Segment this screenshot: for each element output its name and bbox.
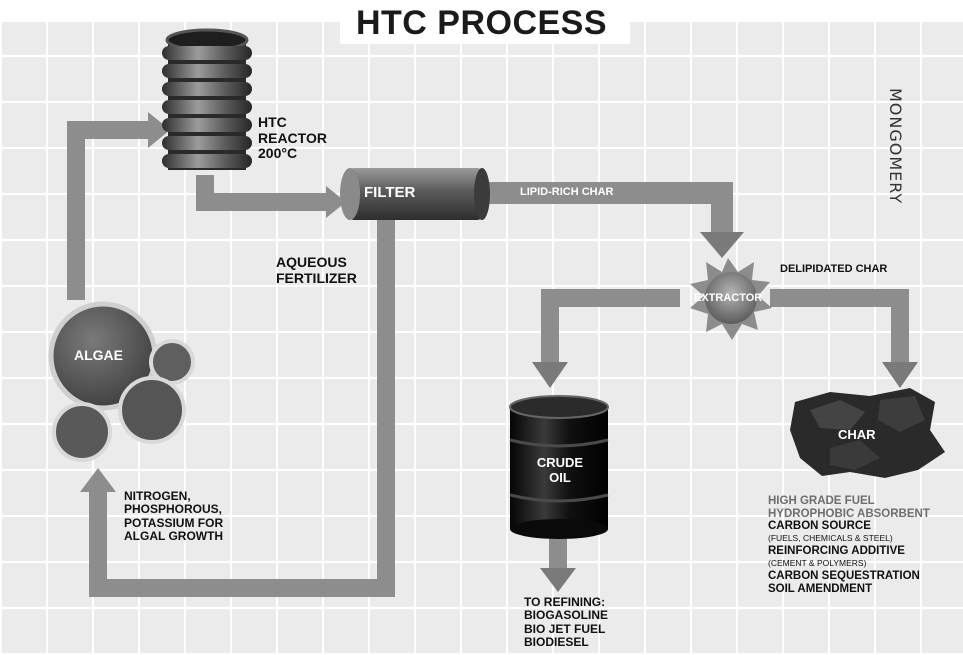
lipid-rich-char-arrow bbox=[480, 182, 733, 236]
nutrients-label: NITROGEN, PHOSPHOROUS, POTASSIUM FOR ALG… bbox=[124, 489, 224, 544]
algae-to-reactor-arrowhead bbox=[148, 112, 170, 148]
filter-icon bbox=[340, 168, 490, 220]
crude-oil-label-line: CRUDE bbox=[536, 455, 584, 470]
filter-label: FILTER bbox=[364, 184, 416, 201]
page-title: HTC PROCESS bbox=[355, 4, 608, 42]
aqueous-fertilizer-label: AQUEOUS FERTILIZER bbox=[276, 254, 357, 286]
reactor-label-line: HTC bbox=[258, 114, 287, 130]
char-pile-icon bbox=[790, 388, 945, 478]
refining-label-line: BIODIESEL bbox=[524, 635, 589, 650]
refining-label-line: BIOGASOLINE bbox=[524, 608, 609, 623]
extractor-label: EXTRACTOR bbox=[694, 292, 763, 304]
nutrients-label-line: POTASSIUM FOR bbox=[124, 515, 224, 530]
char-use-item: CARBON SEQUESTRATION bbox=[768, 570, 920, 583]
oil-to-refining-arrowhead bbox=[540, 568, 576, 592]
aqueous-fertilizer-arrowhead bbox=[80, 468, 116, 492]
fertilizer-label-line: FERTILIZER bbox=[276, 269, 357, 286]
reactor-label-line: REACTOR bbox=[258, 129, 327, 146]
char-use-item: SOIL AMENDMENT bbox=[768, 582, 873, 595]
reactor-to-filter-arrowhead bbox=[326, 186, 346, 218]
char-use-note: (FUELS, CHEMICALS & STEEL) bbox=[768, 532, 893, 543]
refining-label-line: TO REFINING: bbox=[524, 595, 606, 609]
lipid-rich-char-arrowhead bbox=[700, 232, 744, 258]
char-use-item: HIGH GRADE FUEL bbox=[768, 495, 875, 507]
extractor-icon bbox=[690, 258, 772, 340]
algae-label: ALGAE bbox=[74, 347, 123, 363]
oil-barrel-icon bbox=[509, 395, 609, 539]
nutrients-label-line: ALGAL GROWTH bbox=[124, 529, 224, 544]
reactor-label-line: 200°C bbox=[258, 145, 298, 162]
reactor-coil-icon bbox=[162, 28, 252, 170]
aqueous-fertilizer-arrow bbox=[89, 220, 395, 597]
char-label: CHAR bbox=[838, 427, 876, 442]
title-band bbox=[340, 0, 630, 44]
nutrients-label-line: NITROGEN, bbox=[124, 489, 191, 503]
refining-label-line: BIO JET FUEL bbox=[524, 621, 606, 636]
char-use-item: REINFORCING ADDITIVE bbox=[768, 545, 905, 558]
reactor-label: HTC REACTOR 200°C bbox=[258, 114, 327, 162]
crude-oil-label-line: OIL bbox=[549, 469, 571, 485]
crude-oil-label: CRUDE OIL bbox=[530, 455, 590, 485]
algae-cluster-icon bbox=[48, 301, 195, 462]
reactor-to-filter-arrow bbox=[196, 175, 330, 211]
extractor-to-char-arrow bbox=[770, 289, 909, 365]
refining-label: TO REFINING: BIOGASOLINE BIO JET FUEL BI… bbox=[524, 595, 609, 650]
extractor-to-oil-arrowhead bbox=[532, 362, 568, 388]
extractor-to-oil-arrow bbox=[541, 289, 680, 365]
extractor-to-char-arrowhead bbox=[882, 362, 918, 388]
artist-signature: MONGOMERY bbox=[886, 88, 905, 205]
char-use-item: CARBON SOURCE bbox=[768, 520, 871, 533]
fertilizer-label-line: AQUEOUS bbox=[276, 254, 347, 270]
char-use-note: (CEMENT & POLYMERS) bbox=[768, 557, 867, 568]
nutrients-label-line: PHOSPHOROUS, bbox=[124, 502, 223, 517]
lipid-rich-char-label: LIPID-RICH CHAR bbox=[520, 186, 614, 198]
delipidated-char-label: DELIPIDATED CHAR bbox=[780, 263, 888, 275]
char-use-item: HYDROPHOBIC ABSORBENT bbox=[768, 507, 930, 520]
algae-to-reactor-arrow bbox=[67, 121, 150, 300]
